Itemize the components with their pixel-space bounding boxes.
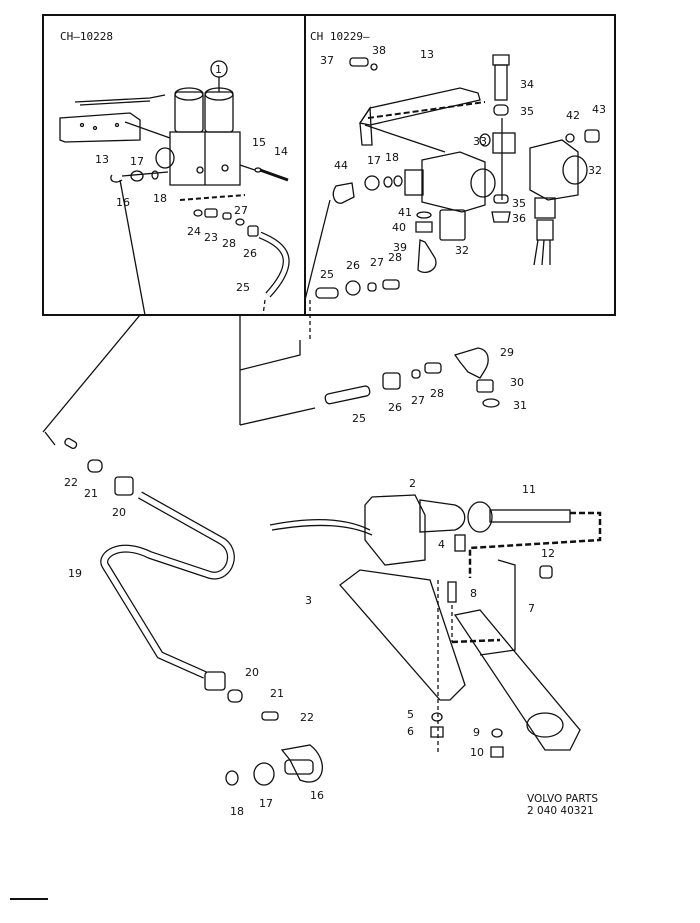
- part-label: 18: [153, 192, 167, 205]
- part-label: 17: [130, 155, 144, 168]
- actuator-bracket-assembly: [269, 494, 602, 758]
- part-label: 26: [388, 401, 402, 414]
- footer-brand: VOLVO PARTS: [527, 793, 599, 805]
- part-label: 29: [500, 346, 514, 359]
- right-inset-frame: [304, 14, 616, 316]
- part-label: 25: [320, 268, 334, 281]
- part-label: 19: [68, 567, 82, 580]
- part-label: 6: [407, 725, 414, 738]
- valve-assembly-right: [304, 54, 600, 340]
- valve-assembly-left: [59, 60, 290, 316]
- part-label: 9: [473, 726, 480, 739]
- part-label: 21: [270, 687, 284, 700]
- part-label: 28: [388, 251, 402, 264]
- part-label: 7: [528, 602, 535, 615]
- part-label: 27: [234, 204, 248, 217]
- part-label: 11: [522, 483, 536, 496]
- part-label: 34: [520, 78, 534, 91]
- footer-number: 2 040 40321: [527, 805, 594, 817]
- part-label: 30: [510, 376, 524, 389]
- part-label: 26: [346, 259, 360, 272]
- part-label: 5: [407, 708, 414, 721]
- part-label: 17: [259, 797, 273, 810]
- footer: VOLVO PARTS 2 040 40321: [527, 793, 598, 817]
- part-label: 20: [112, 506, 126, 519]
- part-label: 27: [411, 394, 425, 407]
- part-label: 27: [370, 256, 384, 269]
- part-label: 18: [385, 151, 399, 164]
- part-label: 12: [541, 547, 555, 560]
- part-label: 16: [116, 196, 130, 209]
- part-label: 26: [243, 247, 257, 260]
- left-inset-frame: [42, 14, 306, 316]
- part-label: 4: [438, 538, 445, 551]
- part-label: 24: [187, 225, 201, 238]
- part-label: 18: [230, 805, 244, 818]
- part-label: 13: [420, 48, 434, 61]
- part-label: 43: [592, 103, 606, 116]
- part-label: 23: [204, 231, 218, 244]
- part-label: 16: [310, 789, 324, 802]
- part-label: 40: [392, 221, 406, 234]
- assembly-callout: 1: [215, 63, 222, 76]
- left-inset-title: CH–10228: [60, 30, 113, 43]
- part-label: 35: [520, 105, 534, 118]
- part-label: 32: [455, 244, 469, 257]
- part-label: 33: [473, 135, 487, 148]
- part-label: 8: [470, 587, 477, 600]
- part-label: 38: [372, 44, 386, 57]
- part-label: 42: [566, 109, 580, 122]
- part-label: 44: [334, 159, 348, 172]
- part-label: 22: [300, 711, 314, 724]
- part-label: 25: [236, 281, 250, 294]
- part-label: 31: [513, 399, 527, 412]
- part-label: 20: [245, 666, 259, 679]
- part-label: 28: [430, 387, 444, 400]
- part-label: 36: [512, 212, 526, 225]
- part-label: 10: [470, 746, 484, 759]
- tubing-assembly: [64, 437, 323, 786]
- right-inset-title: CH 10229–: [310, 30, 370, 43]
- part-label: 39: [393, 241, 407, 254]
- part-label: 22: [64, 476, 78, 489]
- part-label: 25: [352, 412, 366, 425]
- part-label: 28: [222, 237, 236, 250]
- part-label: 41: [398, 206, 412, 219]
- part-label: 21: [84, 487, 98, 500]
- part-label: 35: [512, 197, 526, 210]
- part-label: 14: [274, 145, 288, 158]
- middle-fittings: [42, 314, 500, 446]
- part-label: 13: [95, 153, 109, 166]
- part-label: 2: [409, 477, 416, 490]
- part-label: 15: [252, 136, 266, 149]
- part-label: 37: [320, 54, 334, 67]
- part-label: 17: [367, 154, 381, 167]
- part-label: 3: [305, 594, 312, 607]
- part-label: 32: [588, 164, 602, 177]
